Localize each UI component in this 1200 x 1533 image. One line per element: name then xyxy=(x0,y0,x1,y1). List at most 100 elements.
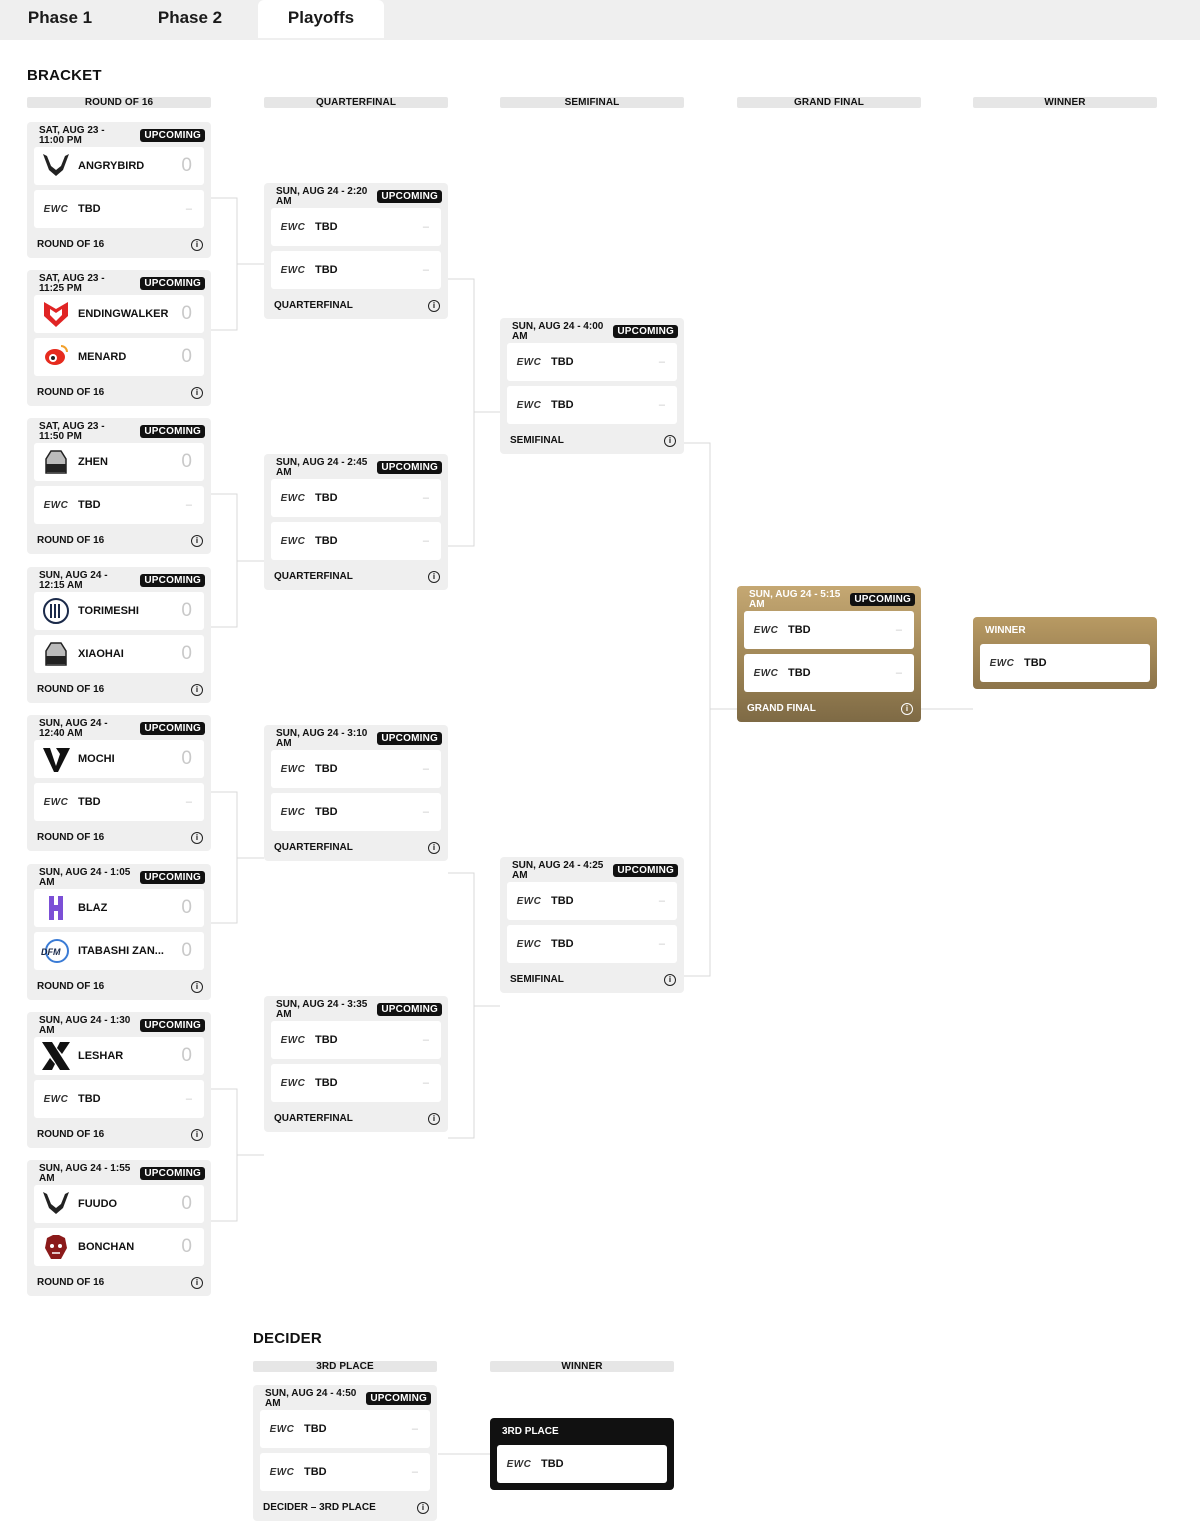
match-decider[interactable]: SUN, AUG 24 - 4:50 AM UPCOMING EWC TBD –… xyxy=(253,1385,437,1521)
match-round-label: ROUND OF 16 xyxy=(37,981,105,992)
team-name: TBD xyxy=(315,806,338,818)
team-logo-icon xyxy=(40,342,72,372)
match-qf-2[interactable]: SUN, AUG 24 - 2:45 AM UPCOMING EWC TBD –… xyxy=(264,454,448,590)
info-icon[interactable]: i xyxy=(428,300,440,312)
info-icon[interactable]: i xyxy=(428,571,440,583)
info-icon[interactable]: i xyxy=(417,1502,429,1514)
match-date: SUN, AUG 24 - 1:05 AM xyxy=(39,867,131,888)
team-slot[interactable]: FUUDO 0 xyxy=(34,1185,204,1223)
team-slot[interactable]: EWC TBD – xyxy=(34,783,204,821)
match-date: SUN, AUG 24 - 4:50 AM xyxy=(265,1388,357,1409)
tab-phase-2[interactable]: Phase 2 xyxy=(157,8,223,27)
match-qf-4[interactable]: SUN, AUG 24 - 3:35 AM UPCOMING EWC TBD –… xyxy=(264,996,448,1132)
team-slot[interactable]: ENDINGWALKER 0 xyxy=(34,295,204,333)
team-name: TBD xyxy=(1024,657,1047,669)
team-slot[interactable]: EWC TBD – xyxy=(34,486,204,524)
team-slot[interactable]: EWC TBD – xyxy=(507,882,677,920)
match-r16-7[interactable]: SUN, AUG 24 - 1:30 AM UPCOMING LESHAR 0 … xyxy=(27,1012,211,1148)
match-sf-2[interactable]: SUN, AUG 24 - 4:25 AM UPCOMING EWC TBD –… xyxy=(500,857,684,993)
team-score: – xyxy=(422,535,429,547)
third-place-slot[interactable]: EWC TBD xyxy=(497,1445,667,1483)
match-round-label: ROUND OF 16 xyxy=(37,535,105,546)
status-badge: UPCOMING xyxy=(377,732,442,745)
team-name: TBD xyxy=(78,499,101,511)
team-score: – xyxy=(422,763,429,775)
team-slot[interactable]: EWC TBD – xyxy=(271,522,441,560)
info-icon[interactable]: i xyxy=(191,239,203,251)
team-slot[interactable]: EWC TBD – xyxy=(260,1410,430,1448)
team-logo-icon xyxy=(40,639,72,669)
team-slot[interactable]: ZHEN 0 xyxy=(34,443,204,481)
match-date: SUN, AUG 24 - 12:15 AM xyxy=(39,570,108,591)
team-score: 0 xyxy=(181,303,192,324)
team-slot[interactable]: MOCHI 0 xyxy=(34,740,204,778)
match-r16-4[interactable]: SUN, AUG 24 - 12:15 AM UPCOMING TORIMESH… xyxy=(27,567,211,703)
team-slot[interactable]: EWC TBD – xyxy=(260,1453,430,1491)
info-icon[interactable]: i xyxy=(191,1129,203,1141)
team-score: 0 xyxy=(181,897,192,918)
match-r16-3[interactable]: SAT, AUG 23 - 11:50 PM UPCOMING ZHEN 0 E… xyxy=(27,418,211,554)
team-slot[interactable]: DFM ITABASHI ZAN... 0 xyxy=(34,932,204,970)
match-r16-6[interactable]: SUN, AUG 24 - 1:05 AM UPCOMING BLAZ 0 DF… xyxy=(27,864,211,1000)
team-slot[interactable]: LESHAR 0 xyxy=(34,1037,204,1075)
match-r16-5[interactable]: SUN, AUG 24 - 12:40 AM UPCOMING MOCHI 0 … xyxy=(27,715,211,851)
team-slot[interactable]: MENARD 0 xyxy=(34,338,204,376)
info-icon[interactable]: i xyxy=(428,842,440,854)
team-slot[interactable]: BLAZ 0 xyxy=(34,889,204,927)
team-logo-icon: DFM xyxy=(40,936,72,966)
team-name: MOCHI xyxy=(78,753,115,765)
team-slot[interactable]: EWC TBD – xyxy=(271,1021,441,1059)
info-icon[interactable]: i xyxy=(191,1277,203,1289)
team-slot[interactable]: EWC TBD – xyxy=(507,343,677,381)
match-qf-1[interactable]: SUN, AUG 24 - 2:20 AM UPCOMING EWC TBD –… xyxy=(264,183,448,319)
team-name: ANGRYBIRD xyxy=(78,160,145,172)
info-icon[interactable]: i xyxy=(191,832,203,844)
match-grand-final[interactable]: SUN, AUG 24 - 5:15 AM UPCOMING EWC TBD –… xyxy=(737,586,921,722)
info-icon[interactable]: i xyxy=(191,981,203,993)
team-slot[interactable]: EWC TBD – xyxy=(744,654,914,692)
team-name: BONCHAN xyxy=(78,1241,135,1253)
team-slot[interactable]: EWC TBD – xyxy=(34,190,204,228)
team-slot[interactable]: BONCHAN 0 xyxy=(34,1228,204,1266)
match-round-label: QUARTERFINAL xyxy=(274,842,353,853)
match-r16-2[interactable]: SAT, AUG 23 - 11:25 PM UPCOMING ENDINGWA… xyxy=(27,270,211,406)
match-r16-8[interactable]: SUN, AUG 24 - 1:55 AM UPCOMING FUUDO 0 B… xyxy=(27,1160,211,1296)
team-slot[interactable]: EWC TBD – xyxy=(271,479,441,517)
team-slot[interactable]: EWC TBD – xyxy=(34,1080,204,1118)
team-slot[interactable]: EWC TBD – xyxy=(271,793,441,831)
team-logo-icon xyxy=(40,893,72,923)
info-icon[interactable]: i xyxy=(191,535,203,547)
team-slot[interactable]: EWC TBD – xyxy=(507,386,677,424)
info-icon[interactable]: i xyxy=(901,703,913,715)
team-slot[interactable]: EWC TBD – xyxy=(271,750,441,788)
info-icon[interactable]: i xyxy=(191,387,203,399)
status-badge: UPCOMING xyxy=(613,325,678,338)
match-round-label: QUARTERFINAL xyxy=(274,571,353,582)
tab-phase-1[interactable]: Phase 1 xyxy=(27,8,93,27)
match-r16-1[interactable]: SAT, AUG 23 - 11:00 PM UPCOMING ANGRYBIR… xyxy=(27,122,211,258)
team-name: TBD xyxy=(304,1423,327,1435)
team-score: – xyxy=(658,938,665,950)
info-icon[interactable]: i xyxy=(428,1113,440,1125)
team-name: TBD xyxy=(78,203,101,215)
team-name: TBD xyxy=(788,667,811,679)
winner-slot[interactable]: EWC TBD xyxy=(980,644,1150,682)
team-slot[interactable]: TORIMESHI 0 xyxy=(34,592,204,630)
team-slot[interactable]: XIAOHAI 0 xyxy=(34,635,204,673)
team-slot[interactable]: EWC TBD – xyxy=(744,611,914,649)
match-qf-3[interactable]: SUN, AUG 24 - 3:10 AM UPCOMING EWC TBD –… xyxy=(264,725,448,861)
ewc-logo-icon: EWC xyxy=(516,356,542,368)
tab-playoffs[interactable]: Playoffs xyxy=(258,0,384,38)
info-icon[interactable]: i xyxy=(191,684,203,696)
team-slot[interactable]: EWC TBD – xyxy=(271,1064,441,1102)
ewc-logo-icon: EWC xyxy=(506,1458,532,1470)
match-sf-1[interactable]: SUN, AUG 24 - 4:00 AM UPCOMING EWC TBD –… xyxy=(500,318,684,454)
info-icon[interactable]: i xyxy=(664,435,676,447)
ewc-logo-icon: EWC xyxy=(43,499,69,511)
info-icon[interactable]: i xyxy=(664,974,676,986)
team-slot[interactable]: EWC TBD – xyxy=(271,208,441,246)
team-slot[interactable]: EWC TBD – xyxy=(271,251,441,289)
match-date: SUN, AUG 24 - 1:55 AM xyxy=(39,1163,131,1184)
team-slot[interactable]: EWC TBD – xyxy=(507,925,677,963)
team-slot[interactable]: ANGRYBIRD 0 xyxy=(34,147,204,185)
